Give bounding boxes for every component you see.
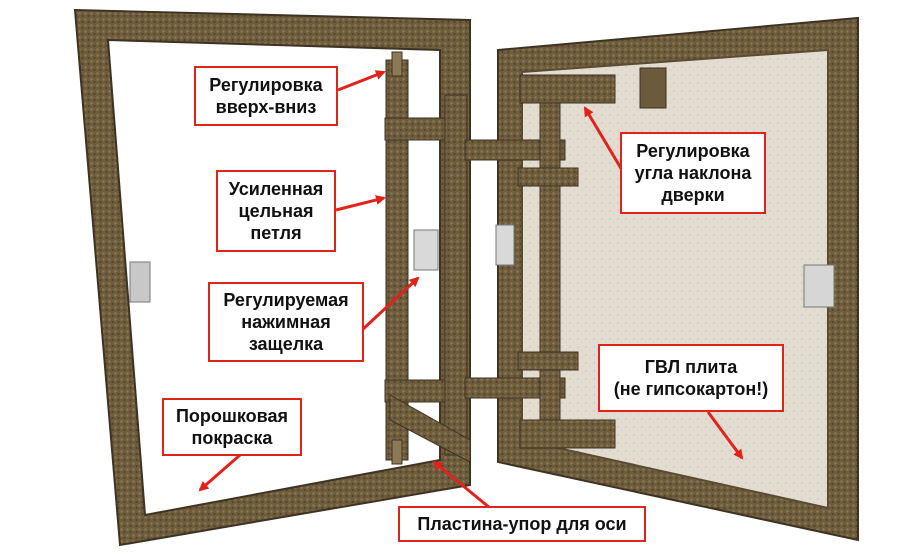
callout-reinforced-hinge: Усиленная цельная петля <box>216 170 336 252</box>
callout-gvl-panel: ГВЛ плита (не гипсокартон!) <box>598 344 784 412</box>
callout-powder-coating: Порошковая покраска <box>162 398 302 456</box>
frame-clip <box>129 261 151 303</box>
door-latch-plate <box>803 264 835 308</box>
callout-up-down-adjust: Регулировка вверх-вниз <box>194 66 338 126</box>
left-frame <box>73 8 471 547</box>
callout-adjustable-latch: Регулируемая нажимная защелка <box>208 282 364 362</box>
callout-door-tilt-adjust: Регулировка угла наклона дверки <box>620 132 766 214</box>
push-latch <box>413 229 439 271</box>
annotation-arrows <box>198 70 744 510</box>
callout-axis-stop-plate: Пластина-упор для оси <box>398 506 646 542</box>
axis-stop-plate <box>389 394 471 463</box>
hinge-mechanism <box>384 51 616 465</box>
